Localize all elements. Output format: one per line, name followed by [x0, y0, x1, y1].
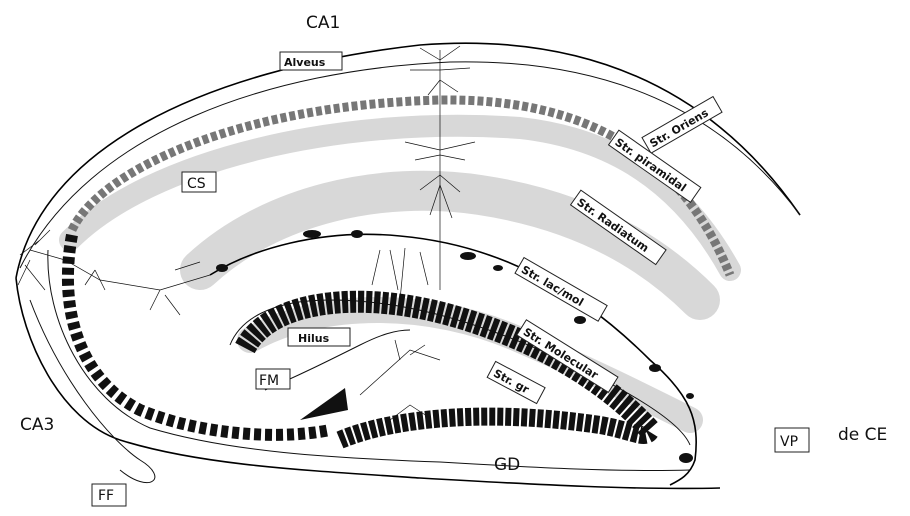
svg-text:Str. Oriens: Str. Oriens [647, 106, 711, 150]
label-ca3: CA3 [20, 415, 54, 435]
hippocampal-fissure [210, 234, 696, 485]
label-gd: GD [494, 455, 520, 475]
svg-text:Str. lac/mol: Str. lac/mol [519, 263, 586, 309]
str-gr-label: Str. gr [487, 361, 545, 403]
fimbria-line [30, 300, 155, 483]
svg-text:Hilus: Hilus [298, 332, 330, 345]
hilus-label: Hilus [288, 328, 350, 346]
mossy-fibers [360, 340, 440, 420]
ff-label: FF [92, 484, 126, 506]
outer-contour [16, 43, 800, 278]
fm-label: FM [256, 369, 290, 389]
label-de-ce: de CE [838, 425, 887, 445]
svg-text:FF: FF [98, 488, 114, 504]
label-ca1: CA1 [306, 13, 340, 33]
svg-text:Alveus: Alveus [284, 56, 326, 69]
svg-text:VP: VP [780, 434, 798, 450]
alveus-label: Alveus [280, 52, 342, 70]
svg-text:CS: CS [187, 176, 206, 192]
svg-text:FM: FM [259, 373, 279, 389]
str-oriens-label: Str. Oriens [642, 97, 722, 154]
cs-label: CS [182, 172, 216, 192]
strata-shading [70, 126, 730, 420]
vp-label: VP [775, 428, 809, 452]
str-lacmol-label: Str. lac/mol [515, 258, 607, 322]
